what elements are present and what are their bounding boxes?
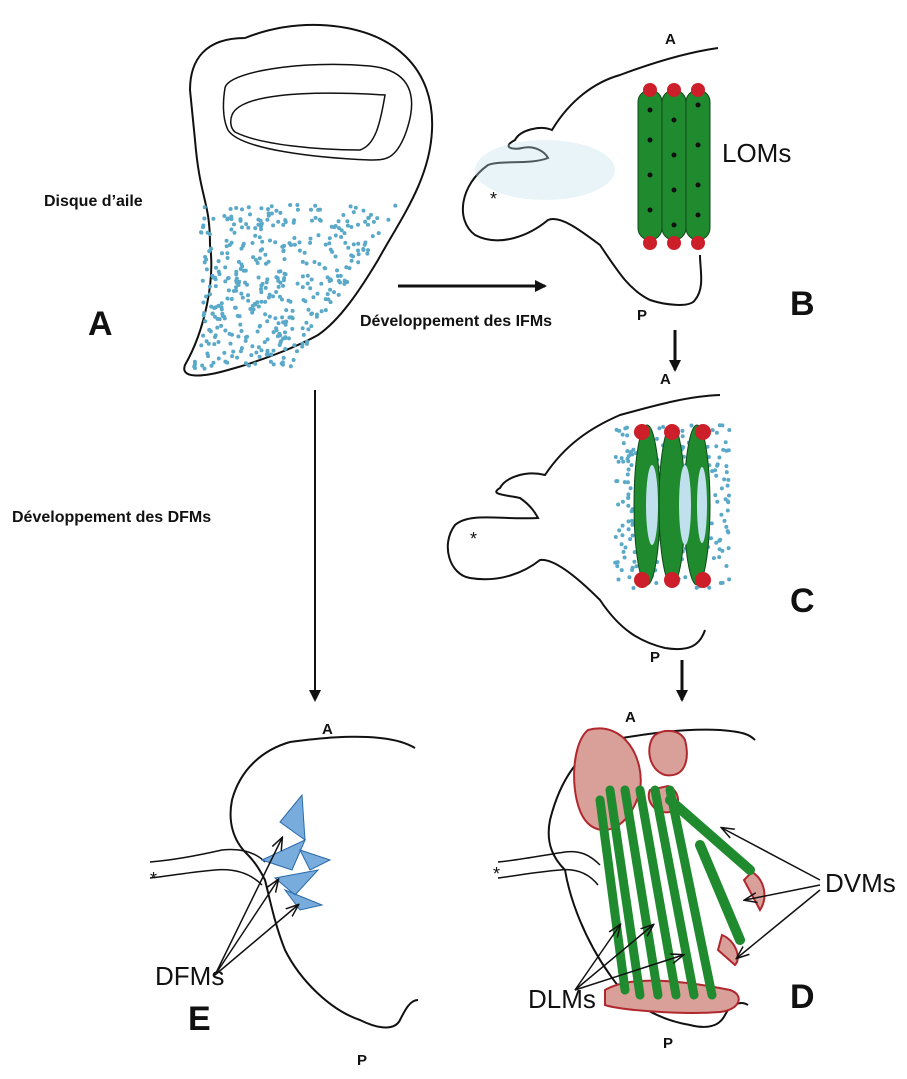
ifm-development-label: Développement des IFMs	[360, 313, 552, 330]
panel-c-posterior: P	[650, 649, 660, 666]
panel-letter-c: C	[790, 582, 815, 620]
panel-e-dfms: * A P DFMs E	[150, 721, 418, 1069]
split-gap-3	[697, 467, 707, 543]
panel-b-loms: * A P LOMs B	[463, 31, 815, 324]
panel-letter-a: A	[88, 305, 113, 343]
panel-d-posterior: P	[663, 1035, 673, 1052]
panel-c-anterior: A	[660, 371, 671, 388]
wing-pouch-inner-fold	[231, 93, 385, 150]
dfm-muscles	[262, 795, 330, 910]
anterior-tendon-small	[649, 731, 687, 775]
panel-e-anterior: A	[322, 721, 333, 738]
dfm-muscle-5	[285, 890, 322, 910]
dvms-label: DVMs	[825, 868, 896, 898]
panel-b-posterior: P	[637, 307, 647, 324]
panel-d-anterior: A	[625, 709, 636, 726]
dfm-muscle-4	[275, 870, 318, 895]
wing-pouch-outer-fold	[223, 64, 411, 160]
dlms-label: DLMs	[528, 984, 596, 1014]
panel-c-splitting-fibres	[634, 424, 711, 588]
panel-b-asterisk: *	[490, 189, 497, 209]
panel-c-asterisk: *	[470, 529, 477, 549]
panel-d-asterisk: *	[493, 864, 500, 884]
panel-letter-d: D	[790, 978, 815, 1016]
panel-b-anterior: A	[665, 31, 676, 48]
lom-fibre-2	[662, 90, 686, 240]
split-gap-1	[646, 465, 658, 545]
dvm-tendon-right	[744, 872, 764, 910]
dfm-muscle-3	[300, 850, 330, 870]
panel-letter-e: E	[188, 1000, 211, 1038]
panel-e-posterior: P	[357, 1052, 367, 1069]
split-gap-2	[679, 465, 691, 545]
loms-label: LOMs	[722, 138, 791, 168]
dfm-development-label: Développement des DFMs	[12, 509, 211, 526]
myoblast-dots	[192, 203, 397, 371]
panel-letter-b: B	[790, 285, 815, 323]
panel-d-hinge-line	[498, 852, 600, 885]
dfms-label: DFMs	[155, 961, 224, 991]
dfm-muscle-1	[280, 795, 305, 840]
panel-c-templates: * A P C	[448, 371, 815, 666]
panel-e-asterisk: *	[150, 869, 157, 889]
wing-disc-title: Disque d’aile	[44, 193, 143, 210]
panel-b-muscle-fibres	[638, 83, 710, 250]
panel-d-adult-muscles: * A P DVMs DLMs D	[493, 709, 896, 1052]
